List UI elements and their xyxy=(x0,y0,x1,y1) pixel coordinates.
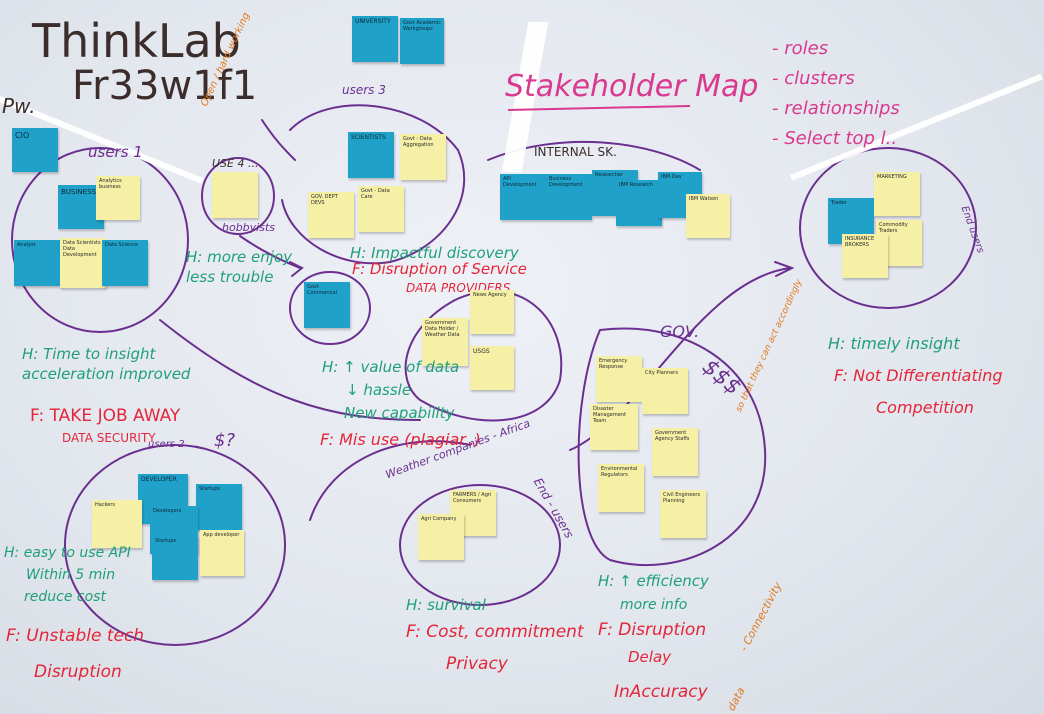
sticky-gov-agency: Government Agency Staffs xyxy=(652,428,698,476)
eu-bottom-hypothesis: H: survival xyxy=(406,596,486,614)
users2-hypothesis-1: H: easy to use API xyxy=(4,545,131,561)
sticky-analyst: Analyst xyxy=(14,240,62,286)
sticky-ibm-research: IBM Research xyxy=(616,180,662,226)
users1-fear-1: F: TAKE JOB AWAY xyxy=(30,406,181,426)
sticky-govt-academic: Govt Academic Workgroups xyxy=(400,18,444,64)
sticky-govt-commercial: Govt Commercial xyxy=(304,282,350,328)
users2-money: $? xyxy=(214,430,236,451)
side-label: Pw. xyxy=(2,94,36,118)
agenda-2: - clusters xyxy=(772,68,855,89)
sticky-gov-dept-devs: GOV. DEPT DEVS xyxy=(308,192,354,238)
dp-fear: F: Mis use (plagiar..) xyxy=(320,430,481,449)
sticky-farmers: FARMERS / Agri Consumers xyxy=(450,490,496,536)
map-title: Stakeholder Map xyxy=(505,69,759,104)
sticky-gov-data-holder: Government Data Holder / Weather Data xyxy=(422,318,468,366)
title-line2: Fr33w1f1 xyxy=(72,63,258,109)
sticky-govt-aggregation: Govt - Data Aggregation xyxy=(400,134,446,180)
sticky-data-scientists: Data Scientists Data Development xyxy=(60,238,106,288)
users4-bottom-label: hobbyists xyxy=(222,221,276,234)
gov-fear-1: F: Disruption xyxy=(598,620,707,640)
sticky-usgs: USGS xyxy=(470,346,514,390)
sticky-civil-engineers: Civil Engineers Planning xyxy=(660,490,706,538)
sticky-scientists: SCIENTISTS xyxy=(348,132,394,178)
sticky-app-developer: App developer xyxy=(200,530,244,576)
eu-bottom-fear-1: F: Cost, commitment xyxy=(406,622,584,642)
dp-hypothesis-3: New capability xyxy=(344,404,455,422)
sticky-insurance-brokers: INSURANCE BROKERS xyxy=(842,234,888,278)
users1-label: users 1 xyxy=(88,143,143,161)
users1-fear-2: DATA SECURITY xyxy=(62,431,156,445)
gov-hypothesis-2: more info xyxy=(620,597,688,613)
agenda-3: - relationships xyxy=(772,98,900,119)
users2-fear-2: Disruption xyxy=(34,662,122,682)
sticky-hobbyist xyxy=(212,172,258,218)
gov-fear-3: InAccuracy xyxy=(614,682,708,702)
gov-hypothesis-1: H: ↑ efficiency xyxy=(598,572,709,590)
sticky-biz-dev: Business Development xyxy=(546,174,592,220)
dp-fear-top: F: Disruption of Service xyxy=(352,260,527,278)
dp-hypothesis-1: H: ↑ value of data xyxy=(322,358,460,376)
sticky-emergency: Emergency Response xyxy=(596,356,642,402)
sticky-hackers: Hackers xyxy=(92,500,142,548)
sticky-university: UNIVERSITY xyxy=(352,16,398,62)
sticky-cio: CIO xyxy=(12,128,58,172)
agenda-4: - Select top l.. xyxy=(772,128,898,149)
gov-label: GOV. xyxy=(660,322,700,341)
internal-label: INTERNAL SK. xyxy=(534,145,617,159)
end-user-fear-2: Competition xyxy=(876,398,974,417)
sticky-analytics: Analytics business xyxy=(96,176,140,220)
users2-hypothesis-3: reduce cost xyxy=(24,589,106,605)
sticky-disaster-team: Disaster Management Team xyxy=(590,404,638,450)
sticky-env-regulators: Environmental Regulators xyxy=(598,464,644,512)
end-user-fear-1: F: Not Differentiating xyxy=(834,366,1003,385)
gov-fear-2: Delay xyxy=(628,648,672,666)
sticky-startups: Startups xyxy=(196,484,242,530)
users4-label: USE 4 ... xyxy=(212,157,259,170)
eu-bottom-fear-2: Privacy xyxy=(446,654,508,674)
sticky-startups-2: Startups xyxy=(152,536,198,580)
agenda-1: - roles xyxy=(772,38,829,59)
sticky-govt-care: Govt - Data Care xyxy=(358,186,404,232)
title-line1: ThinkLab xyxy=(32,14,241,68)
sticky-agri-company: Agri Company xyxy=(418,514,464,560)
users4-hypothesis: H: more enjoy less trouble xyxy=(186,248,293,286)
sticky-data-science: Data Science xyxy=(102,240,148,286)
dp-hypothesis-2: ↓ hassle xyxy=(346,381,412,399)
sticky-news-agency: News Agency xyxy=(470,290,514,334)
users1-hypothesis: H: Time to insight acceleration improved xyxy=(22,345,191,383)
end-user-hypothesis: H: timely insight xyxy=(828,334,960,353)
users2-hypothesis-2: Within 5 min xyxy=(26,567,116,583)
sticky-marketing: MARKETING xyxy=(874,172,920,216)
sticky-api-dev: API Development xyxy=(500,174,546,220)
sticky-ibm-watson: IBM Watson xyxy=(686,194,730,238)
users2-label: users 2 xyxy=(148,439,185,450)
users3-label: users 3 xyxy=(342,83,386,97)
users2-fear-1: F: Unstable tech xyxy=(6,626,145,646)
sticky-city-planners: City Planners xyxy=(642,368,688,414)
users3-hypothesis: H: Impactful discovery xyxy=(350,244,519,262)
